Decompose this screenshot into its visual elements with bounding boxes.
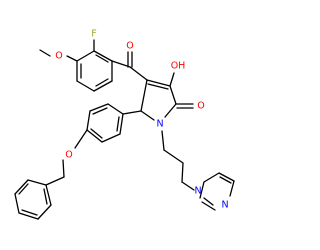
bond [86, 129, 103, 143]
bond-c3-oh [169, 72, 175, 87]
bond-o-ch2 [62, 159, 65, 178]
atom-label-fluorine: F [91, 29, 96, 40]
bond [203, 172, 220, 183]
bond [76, 50, 95, 62]
bond [229, 180, 235, 197]
aromatic-inner-bond [18, 183, 29, 195]
bond [86, 110, 91, 131]
bond [107, 103, 124, 115]
aromatic-inner-bond [95, 78, 109, 87]
atom-labels: F O O OH O N O N N [55, 29, 228, 211]
bond [218, 172, 235, 182]
bond [27, 179, 47, 186]
bond [76, 80, 95, 92]
bond [37, 204, 52, 220]
bond-n-ch2 [161, 130, 165, 151]
atom-label-ether-oxygen: O [65, 150, 72, 161]
aromatic-inner-bond [203, 197, 214, 206]
bond-o-ch3 [39, 49, 51, 57]
atom-label-imidazole-n1: N [194, 186, 201, 197]
aromatic-inner-bond [95, 54, 109, 63]
bond [199, 181, 205, 199]
bond [14, 193, 20, 214]
atom-label-ring-nitrogen: N [156, 119, 163, 130]
bond [18, 212, 39, 220]
bond-ch2-ch2 [181, 162, 184, 183]
aromatic-inner-bond [43, 188, 48, 205]
aromatic-inner-bond [92, 107, 108, 115]
bond-ring-to-carbonyl [111, 60, 131, 68]
bond [201, 201, 216, 211]
bond-c-o-ether [74, 129, 88, 149]
bond-c5-c4 [140, 79, 148, 112]
bond [89, 103, 109, 112]
bond-c2-n [164, 103, 177, 118]
bond [14, 179, 29, 195]
atom-label-hydroxyl: OH [171, 61, 186, 72]
bond [101, 133, 121, 143]
aromatic-inner-bond [116, 116, 120, 132]
aromatic-inner-bond [90, 128, 103, 139]
bond [119, 113, 124, 135]
bond-lines [14, 39, 235, 220]
bond-ch2-n-imid [181, 181, 195, 191]
bond-c4-c3-double [146, 79, 171, 87]
bond-ch2-phenyl [45, 176, 65, 186]
bond [45, 184, 52, 206]
aromatic-inner-bond [219, 176, 232, 184]
bond [93, 50, 113, 62]
molecule-structure-diagram: F O O OH O N O N N [14, 28, 235, 220]
atom-label-ketone-oxygen: O [126, 41, 133, 52]
bond-c4-c3-double [147, 83, 169, 90]
bond-ch2-ch2 [163, 149, 184, 164]
bond-carbonyl-to-c4 [129, 66, 148, 81]
atom-label-lactam-oxygen: O [197, 101, 204, 112]
bond-c5-aryl [122, 110, 142, 115]
bond-c3-c2 [169, 85, 177, 105]
aromatic-inner-bond [21, 209, 38, 216]
bond-n-c5 [140, 110, 155, 121]
atom-label-methoxy-oxygen: O [55, 51, 62, 62]
bond [93, 80, 113, 92]
bond-c-o-methoxy [66, 55, 78, 62]
atom-label-imidazole-n3: N [221, 200, 228, 211]
